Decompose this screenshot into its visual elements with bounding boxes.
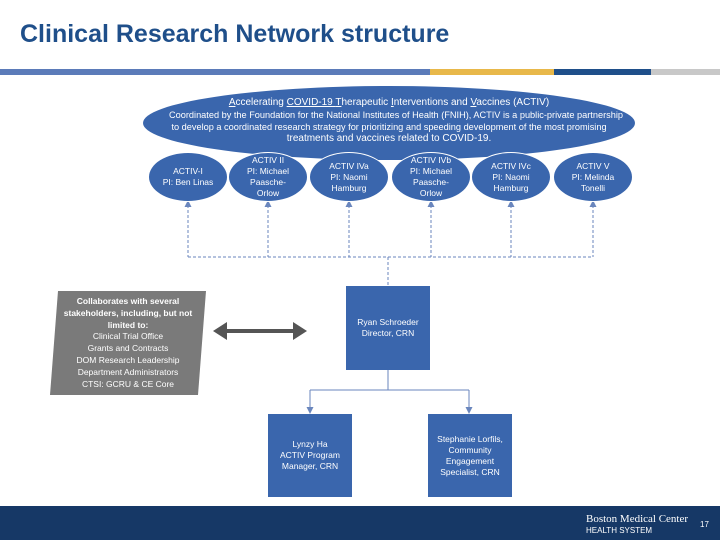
- director-node: Ryan Schroeder Director, CRN: [346, 286, 430, 370]
- staff-name: Stephanie Lorfils,: [437, 433, 503, 444]
- staff-role: ACTIV Program Manager, CRN: [280, 450, 340, 471]
- activ-line-2: Coordinated by the Foundation for the Na…: [169, 110, 623, 120]
- trial-pi: PI: Melinda Tonelli: [571, 171, 615, 193]
- community-engagement-node: Stephanie Lorfils, Community Engagement …: [428, 414, 512, 497]
- connector-lines: [184, 200, 597, 414]
- stakeholders-shape: [50, 291, 206, 395]
- footer-bar: [0, 506, 720, 540]
- title-rule-navy: [554, 69, 651, 75]
- program-manager-node: Lynzy Ha ACTIV Program Manager, CRN: [268, 414, 352, 497]
- stakeholder-item: CTSI: GCRU & CE Core: [81, 378, 175, 389]
- trial-node-activ-i: ACTIV-I PI: Ben Linas: [148, 152, 228, 202]
- trial-name: ACTIV V: [576, 160, 610, 171]
- activ-line-3: to develop a coordinated research strate…: [171, 122, 607, 132]
- logo-line-2: HEALTH SYSTEM: [586, 526, 653, 535]
- director-name: Ryan Schroeder: [357, 317, 419, 327]
- stakeholder-item: Grants and Contracts: [87, 343, 169, 354]
- trial-pi: PI: Ben Linas: [162, 177, 214, 187]
- double-arrow-icon: [213, 322, 307, 340]
- activ-line-4: treatments and vaccines related to COVID…: [286, 133, 492, 144]
- trial-node-activ-ii: ACTIV II PI: Michael Paasche-Orlow: [228, 152, 308, 202]
- trial-name: ACTIV IVc: [491, 160, 531, 171]
- staff-name: Lynzy Ha: [292, 439, 328, 449]
- stakeholders-node: Collaborates with several stakeholders, …: [50, 291, 206, 395]
- title-rule-gray: [651, 69, 720, 75]
- trial-pi: PI: Michael Paasche-Orlow: [246, 166, 290, 198]
- staff-role: Community Engagement Specialist, CRN: [440, 444, 500, 477]
- activ-line-1: Accelerating COVID-19 Therapeutic Interv…: [228, 97, 550, 108]
- trial-node-activ-iva: ACTIV IVa PI: Naomi Hamburg: [309, 152, 389, 202]
- stakeholder-item: Department Administrators: [77, 366, 179, 377]
- page-title: Clinical Research Network structure: [20, 20, 450, 48]
- trial-name: ACTIV IVa: [329, 160, 369, 171]
- trial-name: ACTIV II: [251, 155, 285, 165]
- stakeholders-heading: Collaborates with several stakeholders, …: [63, 296, 193, 330]
- title-rule-blue: [0, 69, 430, 75]
- director-role: Director, CRN: [361, 328, 415, 338]
- trial-pi: PI: Michael Paasche-Orlow: [409, 166, 453, 198]
- activ-overview-node: Accelerating COVID-19 Therapeutic Interv…: [143, 86, 635, 160]
- logo-line-1: Boston Medical Center: [586, 513, 689, 525]
- stakeholder-item: DOM Research Leadership: [76, 354, 180, 365]
- trial-node-activ-v: ACTIV V PI: Melinda Tonelli: [553, 152, 633, 202]
- trial-node-activ-ivc: ACTIV IVc PI: Naomi Hamburg: [471, 152, 551, 202]
- trial-name: ACTIV-I: [173, 166, 203, 176]
- trial-pi: PI: Naomi Hamburg: [330, 171, 368, 193]
- trial-pi: PI: Naomi Hamburg: [492, 171, 530, 193]
- title-rule-gold: [430, 69, 554, 75]
- stakeholder-item: Clinical Trial Office: [92, 331, 164, 342]
- trial-node-activ-ivb: ACTIV IVb PI: Michael Paasche-Orlow: [391, 152, 471, 202]
- page-number: 17: [700, 520, 709, 529]
- trial-name: ACTIV IVb: [410, 155, 452, 165]
- bmc-logo: Boston Medical Center HEALTH SYSTEM: [586, 514, 688, 536]
